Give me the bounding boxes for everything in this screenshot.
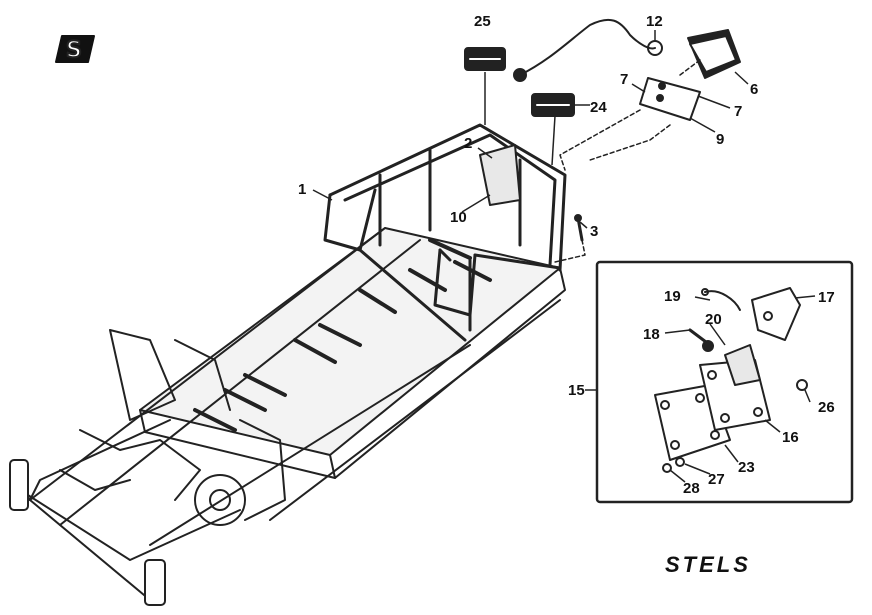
logo-letter: S [66,38,82,63]
callout-20: 20 [705,311,722,328]
callout-1: 1 [298,181,306,198]
callout-25: 25 [474,13,491,30]
tail-lamp-assembly [513,18,741,171]
leader-lines [312,30,816,483]
callout-27: 27 [708,471,725,488]
chassis-frame [9,227,566,606]
reflector-25-icon [464,47,506,71]
callout-26: 26 [818,399,835,416]
cargo-rack [323,123,567,342]
callout-18: 18 [643,326,660,343]
callout-24: 24 [590,99,607,116]
callout-10: 10 [450,209,467,226]
callout-6: 6 [750,81,758,98]
callout-19: 19 [664,288,681,305]
reflector-24-icon [531,93,575,117]
callout-12: 12 [646,13,663,30]
brand-wordmark: STELS [665,552,751,577]
callout-28: 28 [683,480,700,497]
brand-logo-icon: S [55,35,95,64]
callout-15: 15 [568,382,585,399]
callout-7b: 7 [734,103,742,120]
callout-9: 9 [716,131,724,148]
hitch-inset-box [595,260,854,504]
callout-7a: 7 [620,71,628,88]
callout-17: 17 [818,289,835,306]
callout-3: 3 [590,223,598,240]
callout-23: 23 [738,459,755,476]
callout-2: 2 [464,135,472,152]
bolt-3-icon [554,214,586,263]
callout-16: 16 [782,429,799,446]
callout-labels: 1 2 3 6 7 7 9 10 12 15 16 17 18 19 20 23… [298,13,835,497]
